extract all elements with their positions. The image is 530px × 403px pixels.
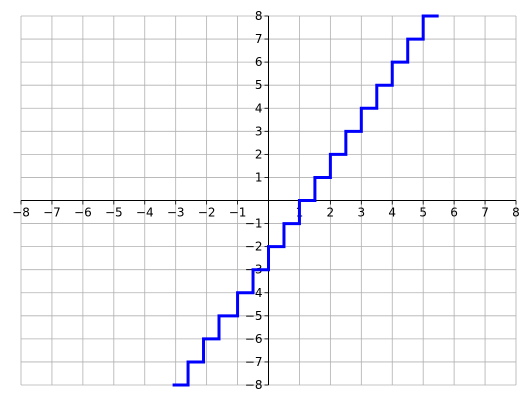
y-tick-label: −2 (245, 240, 263, 254)
x-tick-label: 3 (357, 206, 365, 220)
x-tick-label: −3 (167, 206, 185, 220)
y-tick-label: −7 (245, 355, 263, 369)
y-tick-label: 2 (255, 147, 263, 161)
y-tick-label: −6 (245, 332, 263, 346)
x-tick-label: 4 (388, 206, 396, 220)
x-tick-label: −8 (12, 206, 30, 220)
x-tick-label: −5 (105, 206, 123, 220)
step-series-line (172, 14, 439, 387)
y-tick-label: 6 (255, 55, 263, 69)
x-tick-label: 8 (512, 206, 520, 220)
x-tick-label: −2 (198, 206, 216, 220)
y-tick-label: −5 (245, 309, 263, 323)
y-tick-label: 1 (255, 170, 263, 184)
x-tick-label: 7 (481, 206, 489, 220)
x-tick-label: −1 (229, 206, 247, 220)
y-tick-label: −1 (245, 217, 263, 231)
x-tick-label: −6 (74, 206, 92, 220)
y-tick-label: 7 (255, 32, 263, 46)
x-tick-label: −4 (136, 206, 154, 220)
y-tick-label: 4 (255, 101, 263, 115)
y-tick-label: 3 (255, 124, 263, 138)
series (172, 14, 439, 387)
y-tick-label: 8 (255, 9, 263, 23)
x-tick-label: 6 (450, 206, 458, 220)
y-tick-label: −8 (245, 378, 263, 392)
axes (21, 16, 516, 385)
x-tick-label: −7 (43, 206, 61, 220)
y-tick-label: 5 (255, 78, 263, 92)
x-tick-label: 5 (419, 206, 427, 220)
x-tick-label: 2 (327, 206, 335, 220)
